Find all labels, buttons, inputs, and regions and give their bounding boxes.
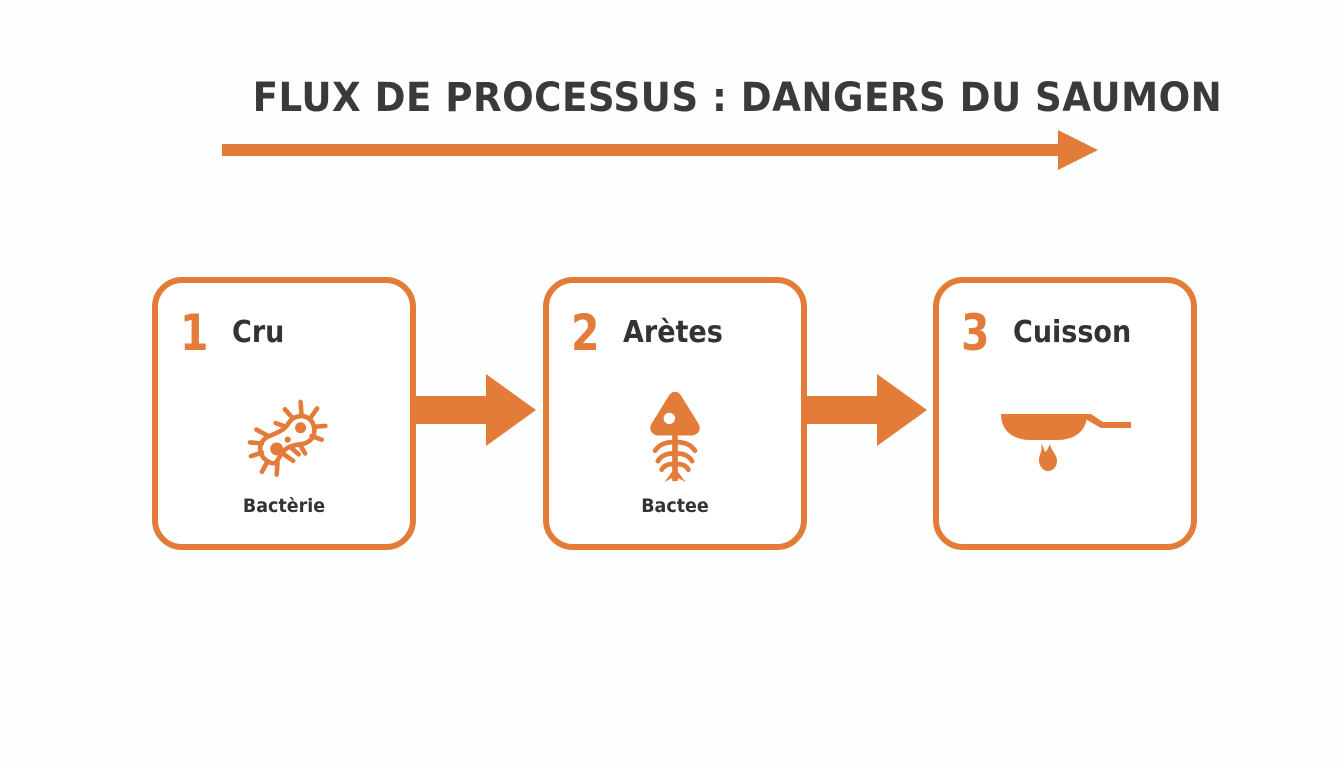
right-arrow-icon bbox=[222, 130, 1098, 170]
step-title: Cru bbox=[232, 315, 285, 350]
step-title: Cuisson bbox=[1013, 315, 1132, 350]
flow-step-card-3[interactable]: 3 Cuisson bbox=[933, 277, 1197, 550]
bacteria-icon bbox=[247, 399, 328, 477]
card-header: 2 Arètes bbox=[549, 305, 801, 361]
fish-bones-icon bbox=[650, 391, 700, 483]
header-block: FLUX DE PROCESSUS : DANGERS DU SAUMON bbox=[222, 75, 1223, 170]
flow-step-card-2[interactable]: 2 Arètes bbox=[543, 277, 807, 550]
block-arrow-right-icon-1 bbox=[416, 374, 536, 446]
step-number: 1 bbox=[180, 304, 209, 362]
page-title: FLUX DE PROCESSUS : DANGERS DU SAUMON bbox=[252, 75, 1223, 121]
block-arrow-right-icon-2 bbox=[807, 374, 927, 446]
step-caption: Bactee bbox=[641, 495, 709, 517]
step-icon-wrap bbox=[939, 388, 1191, 483]
step-title: Arètes bbox=[623, 315, 723, 350]
step-icon-wrap bbox=[549, 388, 801, 483]
step-caption: Bactèrie bbox=[242, 495, 326, 517]
step-number: 3 bbox=[961, 304, 990, 362]
card-header: 3 Cuisson bbox=[939, 305, 1191, 361]
flow-step-card-1[interactable]: 1 Cru bbox=[152, 277, 416, 550]
step-icon-wrap bbox=[158, 388, 410, 483]
frying-pan-flame-icon bbox=[1001, 413, 1131, 471]
step-number: 2 bbox=[571, 304, 600, 362]
card-header: 1 Cru bbox=[158, 305, 410, 361]
